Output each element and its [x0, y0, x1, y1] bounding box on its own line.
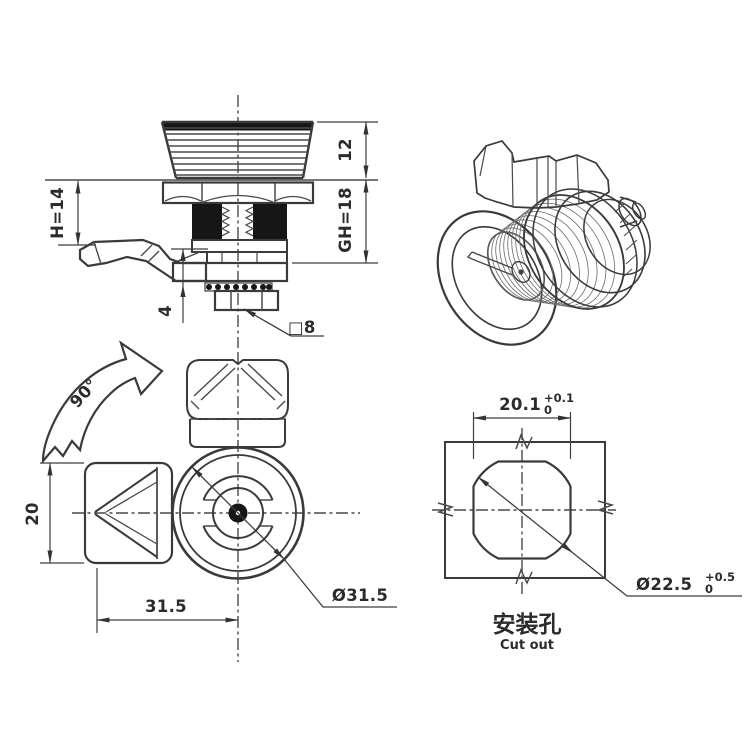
dim-body-height: GH=18 — [292, 179, 378, 264]
dim-grip-height: H=14 — [48, 180, 96, 246]
knob-diameter-label: Ø31.5 — [332, 586, 388, 605]
dim-cam-width-label: 20 — [23, 502, 42, 526]
iso-flange-inner — [451, 225, 543, 331]
bottom-nut — [213, 289, 280, 312]
dim-cam-travel: 4 — [156, 248, 208, 323]
dim-cam-travel-label: 4 — [156, 305, 175, 317]
top-view: 90° 20 31.5 — [23, 340, 397, 662]
iso-key-detail — [466, 251, 531, 283]
dim-cam-width: 20 — [23, 462, 84, 564]
dim-hole-width: 20.1 +0.1 0 — [472, 391, 574, 459]
hex-nut-front — [161, 181, 315, 205]
iso-spindle-stub — [618, 196, 647, 228]
cutout-caption-en: Cut out — [500, 638, 554, 653]
dim-hole-width-tol-upper: +0.1 — [544, 391, 574, 405]
spindle-size-label: □8 — [288, 318, 316, 337]
panel-break-marks — [436, 433, 615, 585]
isometric-view — [436, 140, 651, 346]
spindle-leader: □8 — [243, 308, 324, 337]
cam-lever-front — [78, 238, 208, 283]
dim-grip-height-label: H=14 — [48, 187, 67, 239]
cutout-caption-zh: 安装孔 — [493, 611, 562, 638]
dim-knob-height-label: 12 — [336, 138, 355, 162]
rotation-arrow: 90° — [41, 340, 164, 464]
hole-diameter-tol-upper: +0.5 — [705, 570, 735, 584]
iso-washer — [532, 188, 638, 308]
knob-front — [160, 120, 315, 180]
dim-body-height-label: GH=18 — [336, 187, 355, 253]
spring-washer — [204, 282, 273, 292]
hole-diameter-label: Ø22.5 — [636, 575, 692, 594]
cutout-view: 20.1 +0.1 0 Ø22.5 +0.5 0 安装孔 Cut out — [432, 391, 742, 653]
dim-cam-length-label: 31.5 — [145, 597, 187, 616]
iso-cam-lever — [473, 140, 610, 209]
iso-flange-outer — [436, 210, 558, 346]
iso-drum-rim — [523, 194, 625, 310]
dim-knob-height: 12 — [317, 121, 378, 179]
knob-diameter-leader: Ø31.5 — [191, 466, 397, 608]
iso-hex-nut — [554, 190, 646, 294]
dim-hole-width-tol-lower: 0 — [544, 403, 552, 417]
iso-thread-barrel — [583, 198, 651, 276]
rotation-angle-label: 90° — [66, 375, 102, 412]
body-stack — [171, 239, 289, 283]
hole-diameter-tol-lower: 0 — [705, 582, 713, 596]
dim-cam-length: 31.5 — [96, 568, 239, 633]
threaded-body — [192, 204, 287, 240]
dim-hole-width-label: 20.1 — [499, 395, 541, 414]
hole-diameter-leader: Ø22.5 +0.5 0 — [477, 476, 742, 597]
front-view: □8 H=14 12 GH=18 4 — [45, 95, 378, 348]
